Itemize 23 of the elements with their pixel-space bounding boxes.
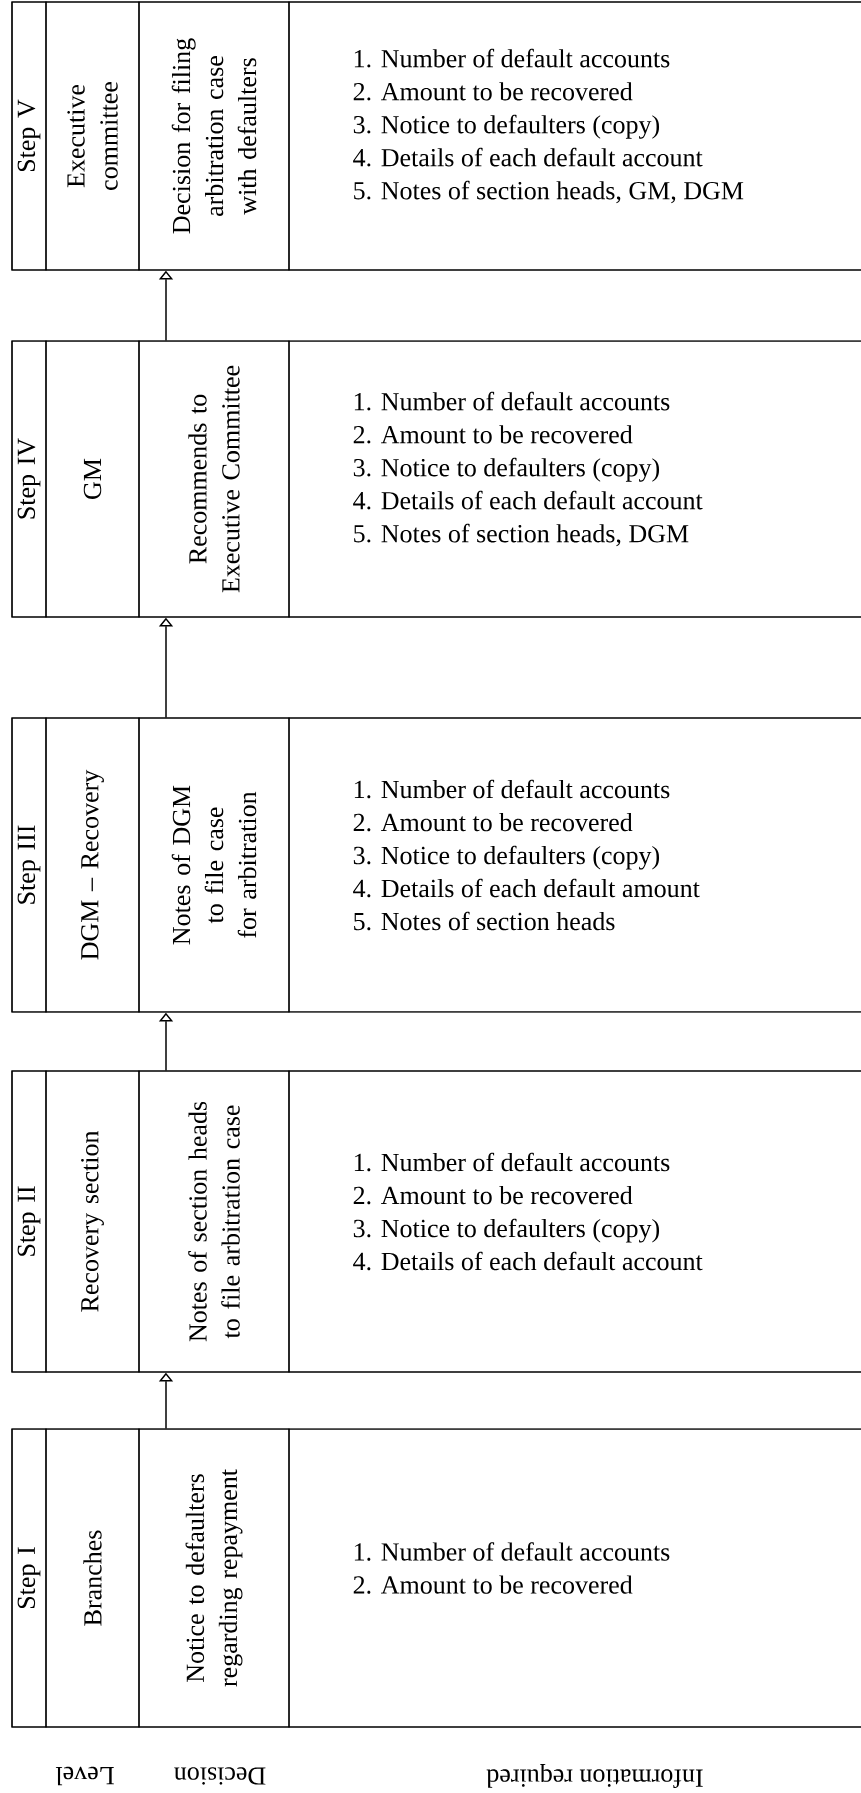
- information-cell: 1. Number of default accounts 2. Amount to be recovered: [288, 1428, 861, 1728]
- step-cell: Step III: [11, 717, 47, 1013]
- column-heading: Decision: [174, 1767, 266, 1785]
- level-cell: Executive committee: [45, 1, 140, 271]
- decision-cell: Recommends to Executive Committee: [138, 340, 290, 618]
- decision-cell: Notes of section heads to file arbitration case: [138, 1070, 290, 1373]
- information-cell: 1. Number of default accounts 2. Amount to be recovered 3. Notice to defaulters (copy) 4. Details of each default account: [288, 1070, 861, 1373]
- decision-cell: Notes of DGM to file case for arbitration: [138, 717, 290, 1013]
- level-cell: Branches: [45, 1428, 140, 1728]
- information-cell: 1. Number of default accounts 2. Amount to be recovered 3. Notice to defaulters (copy) 4. Details of each default amount 5. Notes of section heads: [288, 717, 861, 1013]
- information-cell: 1. Number of default accounts 2. Amount to be recovered 3. Notice to defaulters (copy) 4. Details of each default account 5. Notes of section heads, GM, DGM: [288, 1, 861, 271]
- column-heading: Level: [55, 1766, 114, 1786]
- information-cell: 1. Number of default accounts 2. Amount to be recovered 3. Notice to defaulters (copy) 4. Details of each default account 5. Notes of section heads, DGM: [288, 340, 861, 618]
- step-cell: Step IV: [11, 340, 47, 618]
- step-cell: Step I: [11, 1428, 47, 1728]
- column-heading: Information required: [486, 1764, 703, 1788]
- decision-cell: Decision for filing arbitration case with defaulters: [138, 1, 290, 271]
- step-cell: Step V: [11, 1, 47, 271]
- level-cell: GM: [45, 340, 140, 618]
- step-cell: Step II: [11, 1070, 47, 1373]
- level-cell: Recovery section: [45, 1070, 140, 1373]
- decision-cell: Notice to defaulters regarding repayment: [138, 1428, 290, 1728]
- level-cell: DGM – Recovery: [45, 717, 140, 1013]
